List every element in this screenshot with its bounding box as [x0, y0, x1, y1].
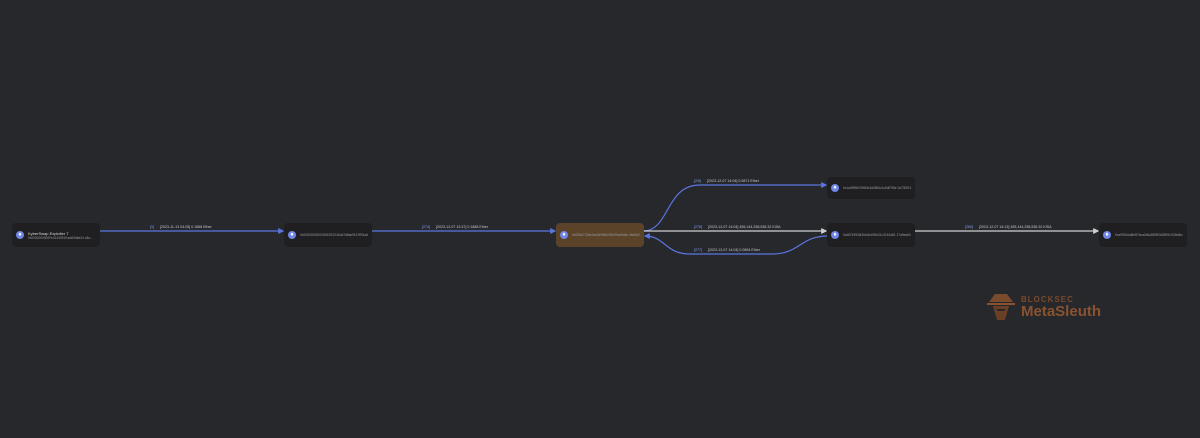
edge-e3[interactable] — [642, 182, 828, 232]
edge-label-e4: [276] [2023-12-07 14:04] 455,144,258,536.… — [694, 225, 781, 229]
edge-label-e2: [274] [2023-12-07 13:37] 0.1888 Ether — [422, 225, 488, 229]
edge-index: [276] — [694, 225, 702, 229]
ethereum-icon: ♦ — [16, 231, 24, 239]
edge-text: [2023-12-07 14:04] 455,144,258,536.32 KI… — [708, 225, 781, 229]
ethereum-icon: ♦ — [831, 184, 839, 192]
edge-index: [274] — [422, 225, 430, 229]
ethereum-icon: ♦ — [831, 231, 839, 239]
edge-text: [2023-12-07 13:37] 0.1888 Ether — [436, 225, 488, 229]
edge-label-e1: [1] [2023-11-13 04:25] 0.1888 Ether — [150, 225, 212, 229]
node-address: 0x1a4f9f5b70f8f4e3a9684c1c5d07f5e 2a73f2… — [843, 186, 911, 190]
edge-text: [2023-11-13 04:25] 0.1888 Ether — [160, 225, 212, 229]
edge-text: [2023-12-07 14:04] 0.0871 Ether — [707, 179, 759, 183]
edge-index: [277] — [694, 248, 702, 252]
ethereum-icon: ♦ — [288, 231, 296, 239]
edge-index: [2/5] — [694, 179, 701, 183]
edge-e5[interactable] — [643, 233, 829, 255]
node-label: KyberSwap Exploiter 7 — [28, 230, 69, 236]
edge-index: [1] — [150, 225, 154, 229]
node-address: 0xd874993f43bb4d49f0c01c3161d81 17a9ea60… — [843, 233, 911, 237]
detective-hat-icon — [987, 294, 1015, 320]
node-address-4[interactable]: ♦ 0x1a4f9f5b70f8f4e3a9684c1c5d07f5e 2a73… — [827, 177, 915, 199]
edge-label-e6: [260] [2023-12-07 14:13] 455,144,258,536.… — [965, 225, 1052, 229]
node-address-5[interactable]: ♦ 0xd874993f43bb4d49f0c01c3161d81 17a9ea… — [827, 223, 915, 247]
edge-label-e5: [277] [2023-12-07 14:04] 0.0654 Ether — [694, 248, 760, 252]
metasleuth-logo: BLOCKSEC MetaSleuth — [985, 290, 1115, 324]
edge-index: [260] — [965, 225, 973, 229]
logo-brand-main: MetaSleuth — [1021, 303, 1102, 320]
node-address: 0x090a772be2ae3d9f6f0c92e99ce8d4e dbe5d2… — [572, 233, 640, 237]
edge-label-e3: [2/5] [2023-12-07 14:04] 0.0871 Ether — [694, 179, 759, 183]
node-kyberswap-exploiter[interactable]: ♦ KyberSwap Exploiter 7 0x0000000000Fe41… — [12, 223, 100, 247]
edge-text: [2023-12-07 14:04] 0.0654 Ether — [708, 248, 760, 252]
ethereum-icon: ♦ — [1103, 231, 1111, 239]
node-address: 0x0000000000Fe4134091f1ea53d6e24 c8a... — [28, 235, 93, 240]
node-address: 0xa993e0a8b9f7bca2b6a5f09f0b2f89b f23fbd… — [1115, 233, 1183, 237]
ethereum-icon: ♦ — [560, 231, 568, 239]
node-address-6[interactable]: ♦ 0xa993e0a8b9f7bca2b6a5f09f0b2f89b f23f… — [1099, 223, 1187, 247]
node-address-3-highlighted[interactable]: ♦ 0x090a772be2ae3d9f6f0c92e99ce8d4e dbe5… — [556, 223, 644, 247]
logo-brand-top: BLOCKSEC — [1021, 295, 1074, 304]
node-address-2[interactable]: ♦ 0x000000000000003f2124b4d7d8ae919 ff9f… — [284, 223, 372, 247]
node-address: 0x000000000000003f2124b4d7d8ae919 ff9f1a… — [300, 233, 368, 237]
edge-text: [2023-12-07 14:13] 455,144,258,536.32 KI… — [979, 225, 1052, 229]
